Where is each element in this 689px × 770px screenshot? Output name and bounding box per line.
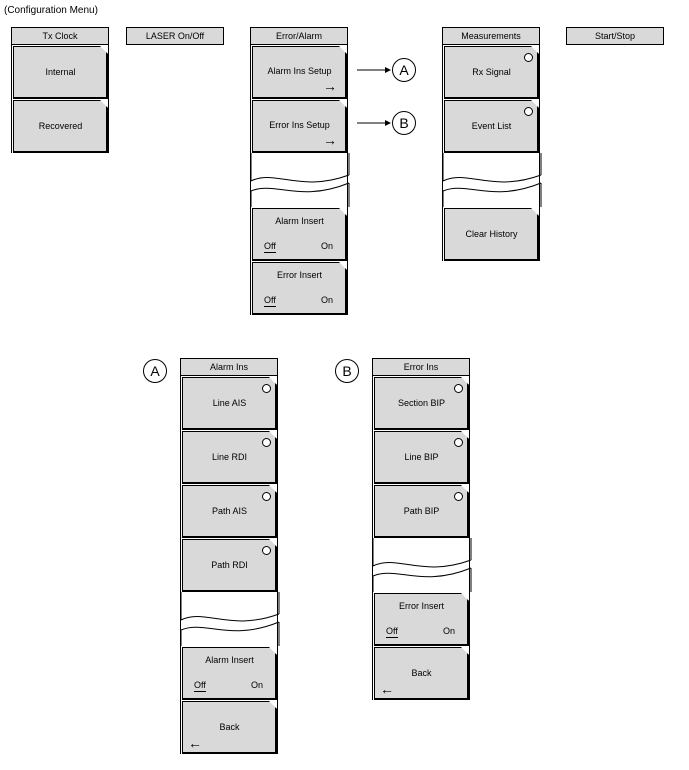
error-ins-menu: Error Ins Section BIP Line BIP Path BIP xyxy=(372,358,472,700)
menu-break xyxy=(180,592,280,646)
internal-key[interactable]: Internal xyxy=(12,45,108,99)
diagram-caption: (Configuration Menu) xyxy=(4,5,98,16)
alarm-ins-keys: Line AIS Line RDI Path AIS Path RDI xyxy=(180,376,280,754)
callout-b-submenu: B xyxy=(335,359,359,383)
rx-signal-label: Rx Signal xyxy=(472,67,511,77)
error-ins-header[interactable]: Error Ins xyxy=(372,358,470,376)
error-insert-on: On xyxy=(320,295,333,305)
alarm-ins-setup-key[interactable]: Alarm Ins Setup → xyxy=(251,45,347,99)
line-bip-label: Line BIP xyxy=(404,452,439,462)
alarm-insert-off: Off xyxy=(194,680,206,690)
alarm-insert-label: Alarm Insert xyxy=(275,216,324,226)
callout-a: A xyxy=(392,58,416,82)
laser-on-off-header[interactable]: LASER On/Off xyxy=(126,27,224,45)
error-ins-setup-key[interactable]: Error Ins Setup → xyxy=(251,99,347,153)
event-list-key[interactable]: Event List xyxy=(443,99,539,153)
rx-signal-key[interactable]: Rx Signal xyxy=(443,45,539,99)
callout-b: B xyxy=(392,111,416,135)
left-arrow-icon: ← xyxy=(380,681,394,697)
error-insert-label: Error Insert xyxy=(276,270,322,280)
error-insert-on: On xyxy=(442,626,455,636)
radio-icon xyxy=(454,492,463,501)
line-bip-key[interactable]: Line BIP xyxy=(373,430,469,484)
error-alarm-header[interactable]: Error/Alarm xyxy=(250,27,348,45)
back-label: Back xyxy=(219,722,240,732)
error-alarm-keys: Alarm Ins Setup → Error Ins Setup → Alar… xyxy=(250,45,350,315)
right-arrow-icon: → xyxy=(323,132,337,148)
section-bip-label: Section BIP xyxy=(397,398,446,408)
line-ais-key[interactable]: Line AIS xyxy=(181,376,277,430)
menu-break xyxy=(442,153,542,207)
alarm-insert-key[interactable]: Alarm Insert Off On xyxy=(181,646,277,700)
radio-icon xyxy=(262,438,271,447)
event-list-label: Event List xyxy=(471,121,512,131)
error-ins-keys: Section BIP Line BIP Path BIP Error Inse xyxy=(372,376,472,700)
path-ais-label: Path AIS xyxy=(211,506,248,516)
measurements-header[interactable]: Measurements xyxy=(442,27,540,45)
callout-connectors xyxy=(357,67,391,126)
measurements-keys: Rx Signal Event List Clear History xyxy=(442,45,542,261)
radio-icon xyxy=(454,384,463,393)
alarm-insert-label: Alarm Insert xyxy=(205,655,254,665)
radio-icon xyxy=(454,438,463,447)
alarm-insert-on: On xyxy=(250,680,263,690)
radio-icon xyxy=(262,546,271,555)
line-rdi-key[interactable]: Line RDI xyxy=(181,430,277,484)
alarm-insert-on: On xyxy=(320,241,333,251)
error-insert-off: Off xyxy=(264,295,276,305)
radio-icon xyxy=(262,492,271,501)
menu-break xyxy=(250,153,350,207)
line-rdi-label: Line RDI xyxy=(211,452,247,462)
radio-icon xyxy=(524,107,533,116)
clear-history-label: Clear History xyxy=(465,229,518,239)
recovered-key[interactable]: Recovered xyxy=(12,99,108,153)
radio-icon xyxy=(524,53,533,62)
tx-clock-keys: Internal Recovered xyxy=(11,45,109,153)
path-ais-key[interactable]: Path AIS xyxy=(181,484,277,538)
alarm-insert-key[interactable]: Alarm Insert Off On xyxy=(251,207,347,261)
error-ins-setup-label: Error Ins Setup xyxy=(269,120,330,130)
path-bip-key[interactable]: Path BIP xyxy=(373,484,469,538)
radio-icon xyxy=(262,384,271,393)
path-rdi-key[interactable]: Path RDI xyxy=(181,538,277,592)
error-insert-off: Off xyxy=(386,626,398,636)
back-key[interactable]: Back ← xyxy=(181,700,277,754)
alarm-ins-header[interactable]: Alarm Ins xyxy=(180,358,278,376)
tx-clock-menu: Tx Clock Internal Recovered xyxy=(11,27,109,153)
right-arrow-icon: → xyxy=(323,78,337,94)
path-bip-label: Path BIP xyxy=(403,506,440,516)
error-insert-key[interactable]: Error Insert Off On xyxy=(373,592,469,646)
error-insert-key[interactable]: Error Insert Off On xyxy=(251,261,347,315)
error-alarm-menu: Error/Alarm Alarm Ins Setup → Error Ins … xyxy=(250,27,350,315)
alarm-ins-menu: Alarm Ins Line AIS Line RDI Path AIS Pat… xyxy=(180,358,280,754)
alarm-ins-setup-label: Alarm Ins Setup xyxy=(267,66,332,76)
line-ais-label: Line AIS xyxy=(212,398,247,408)
start-stop-header[interactable]: Start/Stop xyxy=(566,27,664,45)
left-arrow-icon: ← xyxy=(188,735,202,751)
back-key[interactable]: Back ← xyxy=(373,646,469,700)
menu-break xyxy=(372,538,472,592)
alarm-insert-off: Off xyxy=(264,241,276,251)
section-bip-key[interactable]: Section BIP xyxy=(373,376,469,430)
measurements-menu: Measurements Rx Signal Event List Clear … xyxy=(442,27,542,261)
error-insert-label: Error Insert xyxy=(398,601,444,611)
internal-label: Internal xyxy=(45,67,76,77)
back-label: Back xyxy=(411,668,432,678)
recovered-label: Recovered xyxy=(38,121,83,131)
tx-clock-header[interactable]: Tx Clock xyxy=(11,27,109,45)
clear-history-key[interactable]: Clear History xyxy=(443,207,539,261)
callout-a-submenu: A xyxy=(143,359,167,383)
path-rdi-label: Path RDI xyxy=(211,560,248,570)
